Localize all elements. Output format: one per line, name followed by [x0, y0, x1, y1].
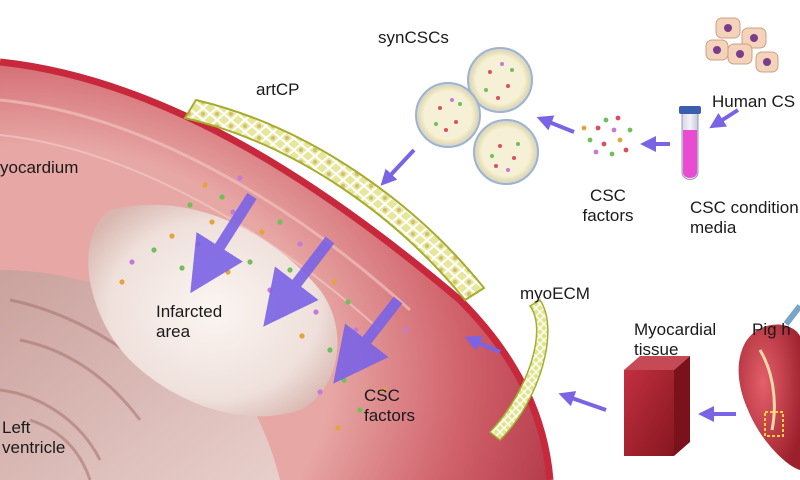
syncscs-dishes	[415, 47, 539, 185]
label-syncscs: synCSCs	[378, 28, 449, 47]
label-myocardial-tissue-2: tissue	[634, 340, 679, 359]
label-left-ventricle-2: ventricle	[2, 438, 66, 457]
label-csc-factors-heart-2: factors	[364, 406, 416, 425]
pig-heart	[738, 304, 800, 470]
ventricle-cavity	[0, 270, 280, 480]
artcp-patch	[183, 98, 486, 302]
arrow-myoecm-to-artcp	[464, 335, 501, 354]
infarcted-area	[88, 204, 338, 417]
arrow-cells-to-media	[709, 108, 740, 129]
myoecm-strip	[488, 298, 549, 442]
label-artcp: artCP	[256, 80, 300, 99]
label-infarcted-2: area	[156, 322, 191, 341]
arrow-factors-to-syncscs	[536, 115, 575, 134]
release-arrow	[263, 236, 335, 327]
label-myocardium: yocardium	[0, 158, 79, 177]
label-human-csc: Human CS	[712, 92, 796, 111]
csc-factors-cluster	[581, 115, 633, 157]
arrow-tissue-to-myoecm	[558, 391, 607, 412]
release-arrow	[333, 296, 403, 384]
wall-striation	[0, 98, 412, 312]
label-myoecm: myoECM	[520, 284, 590, 303]
label-csc-factors-top-1: CSC	[590, 186, 626, 205]
human-csc-cells	[705, 17, 779, 73]
release-arrow	[190, 193, 257, 294]
label-csc-factors-heart-1: CSC	[364, 386, 400, 405]
label-myocardial-tissue-1: Myocardial	[634, 320, 717, 339]
epicardium-edge	[0, 58, 554, 480]
myocardial-tissue-block	[624, 356, 690, 456]
label-conditioned-media-2: media	[690, 218, 737, 237]
label-conditioned-media-1: CSC condition	[690, 198, 799, 217]
trabeculae	[0, 298, 162, 480]
label-infarcted-1: Infarcted	[156, 302, 223, 321]
wall-striation	[0, 134, 381, 331]
label-pig-heart: Pig h	[752, 320, 791, 339]
arrow-syncscs-to-artcp	[380, 148, 416, 186]
conditioned-media-tube	[679, 106, 701, 180]
label-csc-factors-top-2: factors	[582, 206, 634, 225]
label-left-ventricle-1: Left	[2, 418, 31, 437]
